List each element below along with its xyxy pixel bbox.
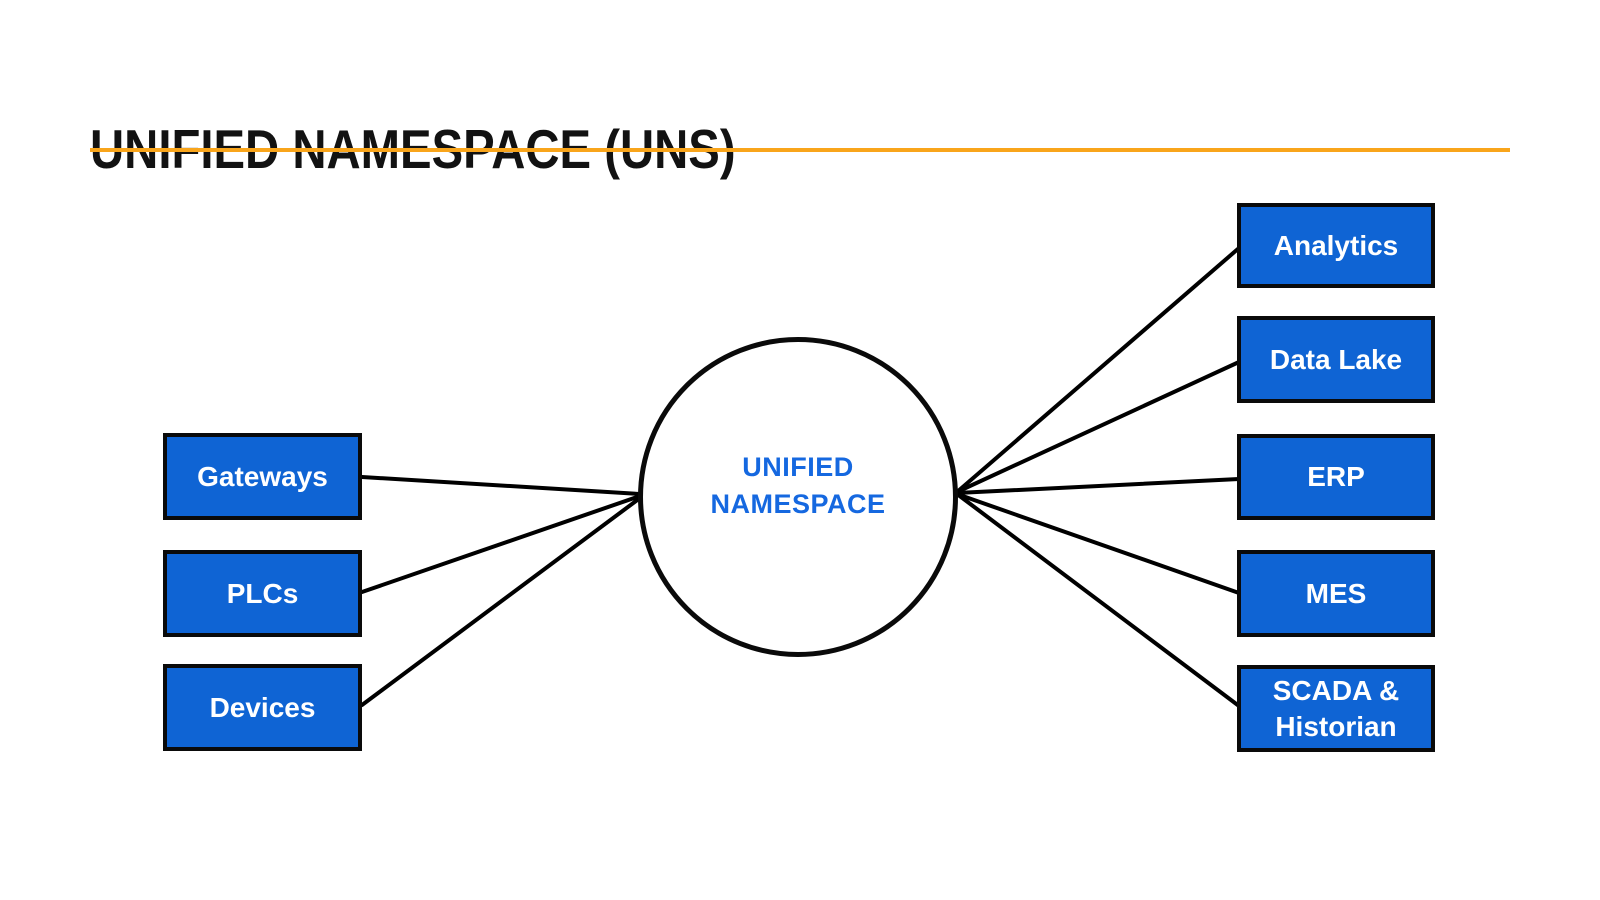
target-box-mes: MES: [1237, 550, 1435, 637]
target-box-erp-label: ERP: [1307, 461, 1365, 492]
connector-uns-erp: [955, 477, 1241, 495]
source-box-devices: Devices: [163, 664, 362, 751]
target-box-mes-label: MES: [1305, 577, 1367, 609]
target-box-scada-historian: SCADA & Historian: [1237, 665, 1435, 752]
target-box-analytics-label: Analytics: [1273, 229, 1399, 261]
connector-uns-scada: [955, 492, 1241, 708]
connector-uns-analytics: [955, 246, 1241, 494]
target-box-datalake: Data Lake: [1237, 316, 1435, 403]
target-box-datalake-label: Data Lake: [1269, 343, 1403, 375]
title-underline: [90, 148, 1510, 152]
connector-uns-mes: [955, 492, 1241, 595]
connector-plcs-uns: [360, 494, 642, 594]
source-box-plcs: PLCs: [163, 550, 362, 637]
target-box-analytics: Analytics: [1237, 203, 1435, 288]
source-box-devices-label: Devices: [209, 691, 316, 723]
target-box-erp: ERP: [1237, 434, 1435, 520]
source-box-gateways-label: Gateways: [197, 460, 328, 492]
connector-uns-datalake: [955, 360, 1241, 494]
source-box-plcs-label: PLCs: [226, 577, 299, 609]
connector-devices-uns: [360, 496, 642, 707]
target-box-scada-historian-label: SCADA & Historian: [1272, 674, 1400, 742]
connector-gateways-uns: [360, 475, 642, 496]
uns-circle-label: UNIFIED NAMESPACE: [710, 452, 886, 519]
source-box-gateways: Gateways: [163, 433, 362, 520]
uns-circle: UNIFIED NAMESPACE: [638, 337, 958, 657]
